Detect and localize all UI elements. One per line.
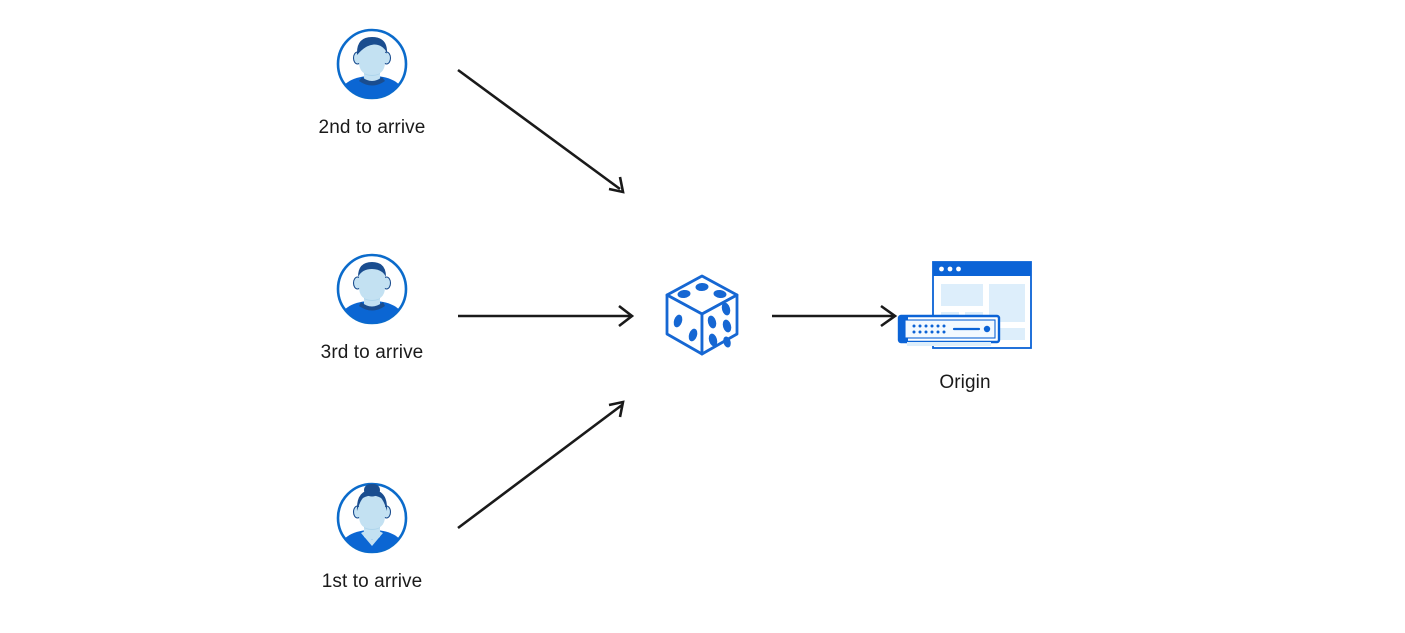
server-device-glyph — [897, 314, 1001, 346]
node-user-1st[interactable]: 1st to arrive — [281, 481, 463, 594]
node-label-origin: Origin — [939, 372, 991, 393]
node-label-user-2nd: 2nd to arrive — [318, 117, 426, 138]
origin-server-icon — [895, 258, 1035, 358]
user-avatar-icon — [335, 27, 409, 101]
edge-2nd-to-dice — [457, 68, 625, 194]
dice-icon — [659, 269, 745, 361]
edge-3rd-to-dice — [458, 304, 635, 328]
node-label-user-3rd: 3rd to arrive — [320, 342, 424, 363]
user-avatar-icon — [335, 252, 409, 326]
edge-1st-to-dice — [457, 400, 625, 530]
node-user-2nd[interactable]: 2nd to arrive — [281, 27, 463, 140]
node-randomizer[interactable] — [659, 269, 745, 361]
node-label-user-1st: 1st to arrive — [321, 571, 423, 592]
node-origin[interactable]: Origin — [895, 258, 1035, 395]
node-user-3rd[interactable]: 3rd to arrive — [281, 252, 463, 365]
user-avatar-icon — [335, 481, 409, 555]
edge-dice-to-origin — [772, 304, 898, 328]
